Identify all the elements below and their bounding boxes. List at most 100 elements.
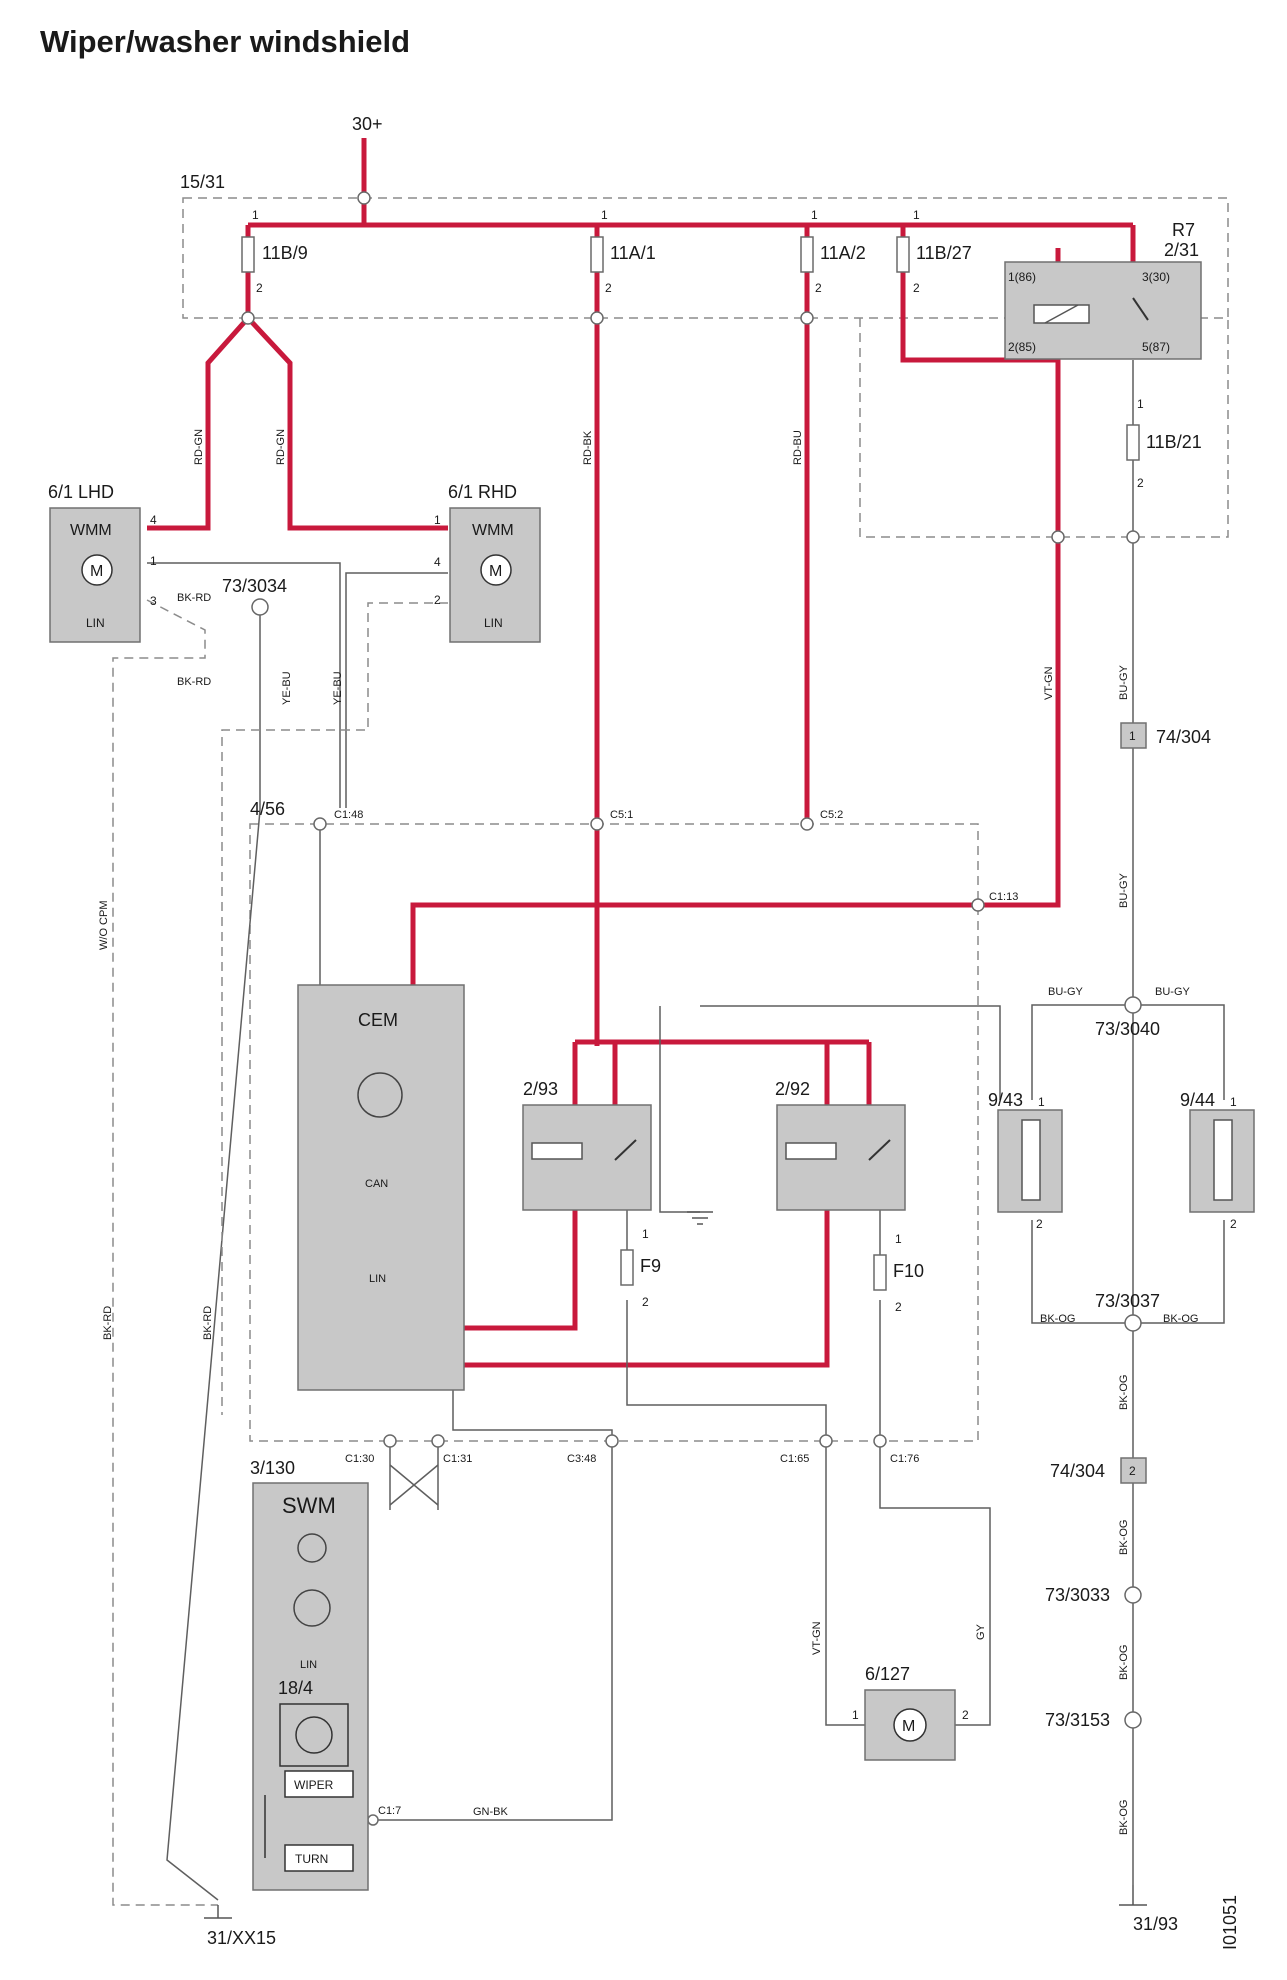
- pin-rhd-2: 2: [434, 593, 441, 607]
- connector-c52: C5:2: [820, 809, 843, 821]
- wire-label-bu-gy-right: BU-GY: [1155, 986, 1191, 998]
- motor-icon: [893, 1708, 927, 1742]
- gn-bk-wire: [373, 1441, 613, 1821]
- fuse-11b27-label: 11B/27: [916, 243, 972, 263]
- wire-label-gn-bk: GN-BK: [473, 1806, 509, 1818]
- wire-label-bk-og-c: BK-OG: [1118, 1645, 1130, 1680]
- lin-lhd-wire: [147, 562, 341, 808]
- node-c130: [383, 1434, 397, 1448]
- node-11a1-out: [590, 311, 604, 325]
- swm-turn: TURN: [295, 1852, 328, 1866]
- fuse-11b9: [241, 236, 255, 273]
- connector-c176: C1:76: [890, 1453, 919, 1465]
- swm-body: [252, 1482, 369, 1891]
- wire-label-bk-og-b: BK-OG: [1118, 1520, 1130, 1555]
- relay-r7-pin86: 1(86): [1008, 270, 1036, 284]
- wmm-lhd-name: WMM: [70, 522, 112, 539]
- wire-label-bk-og-right: BK-OG: [1163, 1313, 1198, 1325]
- heater-943: 9/43: [988, 1090, 1063, 1213]
- wire-labels: RD-GN RD-GN RD-BK RD-BU VT-GN BU-GY BU-G…: [98, 429, 1198, 1835]
- cem-lin: LIN: [369, 1273, 386, 1285]
- fusebox-extension-outline: [859, 318, 1229, 538]
- wire-label-bk-rd-mid: BK-RD: [177, 676, 211, 688]
- fuse-11a1: [590, 236, 604, 273]
- fuse-f9: [620, 1249, 634, 1286]
- cem-body: [297, 984, 465, 1391]
- ground-right: 31/93: [1119, 1885, 1178, 1934]
- connector-74304a-label: 74/304: [1156, 727, 1211, 747]
- wire-label-bk-rd-top: BK-RD: [177, 592, 211, 604]
- connector-74304b-label: 74/304: [1050, 1461, 1105, 1481]
- pin-11a2-1: 1: [811, 208, 818, 222]
- motor-icon: [480, 554, 512, 586]
- relay-292-contact: [868, 1139, 891, 1161]
- fusebox-outline: [182, 197, 1229, 319]
- wire-label-vt-gn: VT-GN: [1043, 666, 1055, 700]
- ground-left-label: 31/XX15: [207, 1928, 276, 1948]
- fuse-11b27: [896, 236, 910, 273]
- wire-label-bk-rd-right: BK-RD: [202, 1306, 214, 1340]
- relay-293: 2/93: [522, 1079, 652, 1211]
- wire-label-bu-gy-left: BU-GY: [1048, 986, 1084, 998]
- signal-wiring: [147, 360, 1225, 1901]
- wire-label-wo-cpm: W/O CPM: [98, 901, 110, 951]
- swm-name: SWM: [282, 1493, 336, 1518]
- splice-3034-icon: [251, 598, 269, 616]
- can-twist-b: [389, 1464, 439, 1506]
- turn-switch: [284, 1844, 354, 1872]
- fuse-f9-label: F9: [640, 1256, 661, 1276]
- wmm-rhd-motor: M: [489, 563, 502, 580]
- fuse-11b21: [1126, 424, 1140, 461]
- optional-wiring: [112, 599, 448, 1906]
- wmm-lhd-bus: LIN: [86, 616, 105, 630]
- node-c113: [971, 898, 985, 912]
- switch-icon: [295, 1716, 333, 1754]
- wire-label-ye-bu-a: YE-BU: [281, 671, 293, 705]
- pin-11a1-2: 2: [605, 281, 612, 295]
- pin-943-2: 2: [1036, 1217, 1043, 1231]
- cem-c348-wire: [452, 1390, 613, 1441]
- node-vt-gn: [1051, 530, 1065, 544]
- transistor-icon: [357, 1072, 403, 1118]
- node-bu-gy: [1126, 530, 1140, 544]
- node-c52: [800, 817, 814, 831]
- swm-switch-id: 18/4: [278, 1678, 313, 1698]
- connector-labels: C1:48 C5:1 C5:2 C1:13 C1:30 C1:31 C3:48 …: [334, 809, 1018, 1817]
- wire-label-rd-bk: RD-BK: [582, 430, 594, 465]
- relay-r7: R7 2/31 1(86) 2(85) 3(30) 5(87): [1004, 220, 1202, 360]
- node-c148: [313, 817, 327, 831]
- diagram-title: Wiper/washer windshield: [40, 24, 410, 59]
- transistor-icon: [293, 1589, 331, 1627]
- relay-r7-coil-mark: [1044, 304, 1079, 324]
- splice-3034-label: 73/3034: [222, 576, 287, 596]
- switch-body: [279, 1703, 349, 1767]
- relay-292: 2/92: [775, 1079, 906, 1211]
- bu-gy-left-wire: [1031, 1004, 1133, 1100]
- node-c131: [431, 1434, 445, 1448]
- splice-3040-label: 73/3040: [1095, 1019, 1160, 1039]
- heater-944: 9/44: [1180, 1090, 1255, 1213]
- pin-numbers: 1 2 1 2 1 2 1 2 1 2 4 1 3 1 4 2 1 2 1 2 …: [150, 208, 1237, 1722]
- pin-lhd-3: 3: [150, 594, 157, 608]
- wire-label-gy: GY: [975, 1623, 987, 1640]
- wire-label-rd-bu: RD-BU: [792, 430, 804, 465]
- swm-id: 3/130: [250, 1458, 295, 1478]
- pin-11b27-1: 1: [913, 208, 920, 222]
- splice-3033-label: 73/3033: [1045, 1585, 1110, 1605]
- connector-74304b: [1120, 1457, 1147, 1484]
- resistor-icon: [297, 1533, 327, 1563]
- cem-outline: [249, 823, 979, 1442]
- pin-11a1-1: 1: [601, 208, 608, 222]
- splice-3153-label: 73/3153: [1045, 1710, 1110, 1730]
- cem-module: 4/56 CEM CAN LIN: [250, 799, 465, 1391]
- wmm-rhd-bus: LIN: [484, 616, 503, 630]
- wmm-lhd: 6/1 LHD WMM M LIN: [48, 482, 141, 643]
- ground-left: 31/XX15: [204, 1905, 276, 1948]
- pin-944-1: 1: [1230, 1095, 1237, 1109]
- relay-r7-pin87: 5(87): [1142, 340, 1170, 354]
- drawing-id: I01051: [1220, 1895, 1240, 1950]
- heater-element-icon: [1021, 1119, 1041, 1201]
- relay-r7-name: R7: [1172, 220, 1195, 240]
- fuse-11a2-label: 11A/2: [820, 243, 866, 263]
